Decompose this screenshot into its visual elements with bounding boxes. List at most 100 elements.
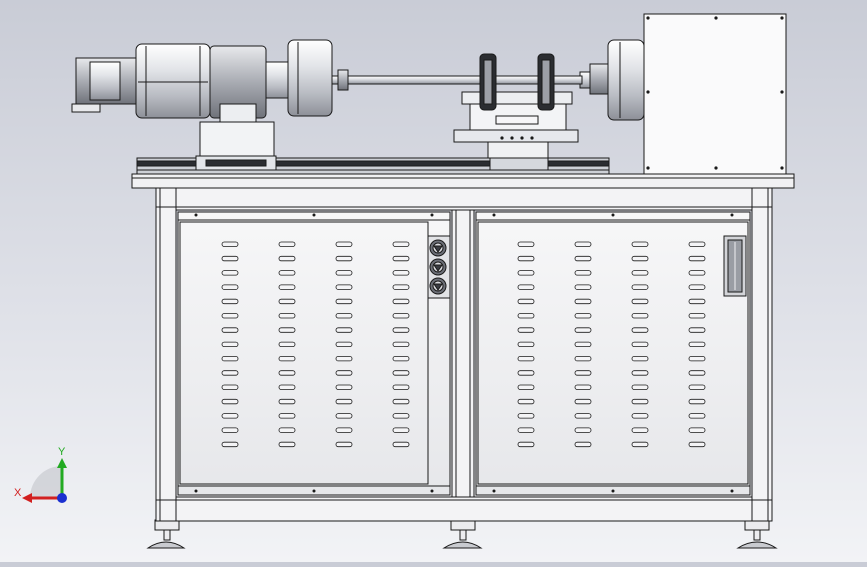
vent-slot [278,427,296,433]
knob-3[interactable] [429,277,447,295]
vent-slot [221,298,239,305]
vent-slot [392,413,410,419]
vent-slot [335,241,353,247]
vent-slot [278,327,296,333]
vent-slot [688,413,706,419]
vent-slot [221,427,239,433]
vent-slot [335,298,353,305]
vent-slot [631,384,649,390]
leveling-foot-left [146,519,186,549]
vent-slot [221,398,239,405]
vent-slot [392,298,410,305]
leveling-feet [146,519,778,549]
vent-slot [392,341,410,348]
vent-slot [688,327,706,333]
vent-slot [221,270,239,276]
vent-slot [221,413,239,419]
vent-slot [574,327,592,333]
vent-slot [688,241,706,247]
vent-slot [631,341,649,348]
vent-slot [335,313,353,319]
vent-slot [278,370,296,376]
vent-slot [335,355,353,362]
vent-slot [335,255,353,262]
vent-slot [221,384,239,390]
knob-2[interactable] [429,258,447,276]
vent-slot [631,284,649,290]
vent-slot [517,413,535,419]
cabinet-left-door[interactable] [177,211,451,496]
vent-slot [574,355,592,362]
vent-slot [517,427,535,433]
vent-slot [392,270,410,276]
workbench-top [131,173,795,189]
vent-slot [517,384,535,390]
vent-slot [574,341,592,348]
vent-slot [517,284,535,290]
vent-slot [688,384,706,390]
vent-slot [392,327,410,333]
vent-slot [517,441,535,448]
vent-slot [631,427,649,433]
vent-slot [392,441,410,448]
brake-disc-left [479,53,497,111]
vent-slot [631,270,649,276]
vent-slot [278,398,296,405]
door-handle[interactable] [723,235,747,297]
vent-slot [574,427,592,433]
vent-slot [688,398,706,405]
vent-slot [278,313,296,319]
vent-slot [335,341,353,348]
coupling-flange [287,39,333,117]
coordinate-triad: Y X [14,446,67,503]
vent-slot [688,270,706,276]
control-box [643,13,787,175]
vent-slot [631,370,649,376]
vent-slot [278,441,296,448]
vent-slot [221,355,239,362]
vent-slot [688,427,706,433]
cabinet-frame [155,187,773,522]
vent-slots-left [221,241,410,448]
vent-slot [392,398,410,405]
vent-slot [517,341,535,348]
vent-slot [688,284,706,290]
vent-slot [574,398,592,405]
vent-slot [278,270,296,276]
vent-slot [517,241,535,247]
vent-slot [335,284,353,290]
vent-slot [392,313,410,319]
vent-slot [221,370,239,376]
vent-slot [574,370,592,376]
vent-slot [221,313,239,319]
vent-slot [517,270,535,276]
vent-slot [335,384,353,390]
vent-slot [574,441,592,448]
vent-slot [221,255,239,262]
vent-slots-right [517,241,706,448]
door-screws [194,213,734,493]
vent-slot [335,441,353,448]
control-knobs[interactable] [427,235,451,299]
vent-slot [688,355,706,362]
knob-1[interactable] [429,239,447,257]
load-motor [579,39,645,121]
vent-slot [574,413,592,419]
vent-slot [631,398,649,405]
vent-slot [631,355,649,362]
vent-slot [574,298,592,305]
disc-brake-assembly [453,53,579,171]
vent-slot [688,298,706,305]
triad-z-axis [57,493,67,503]
vent-slot [392,255,410,262]
vent-slot [688,341,706,348]
vent-slot [517,298,535,305]
cabinet-right-door[interactable] [475,211,751,496]
vent-slot [517,327,535,333]
vent-slot [335,413,353,419]
vent-slot [517,313,535,319]
vent-slot [392,370,410,376]
vent-slot [392,355,410,362]
